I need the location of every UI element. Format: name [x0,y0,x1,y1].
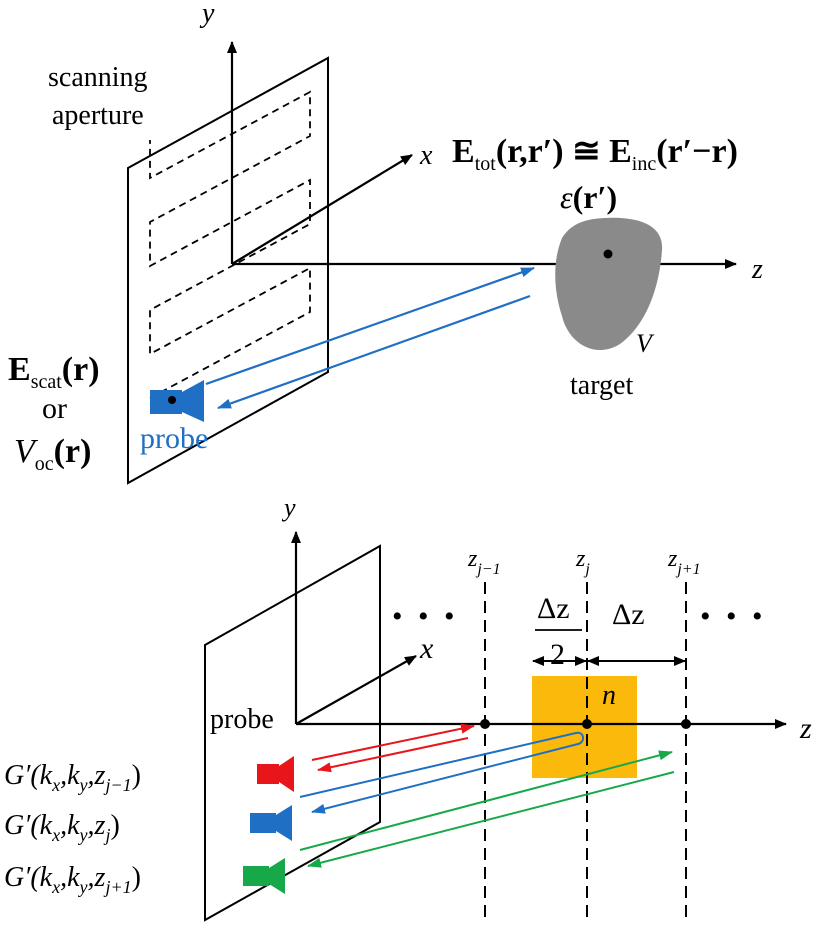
scattered-wave-arrow [217,294,531,410]
z-j-plus-1-label: zj+1 [667,546,701,578]
x-axis-label-top: x [419,140,433,171]
green-function-label-j: G′(kx,ky,zj) [4,810,120,845]
x-axis-bottom [295,655,417,725]
or-label: or [42,392,67,425]
red-forward-arrow [311,723,475,761]
half-delta-z-numerator: Δz [537,592,570,625]
green-return-arrow [307,771,675,868]
layer-index-label: n [602,680,616,711]
volume-label: V [636,329,655,358]
probe-green-icon [243,858,285,894]
probe-label-bottom: probe [210,704,274,735]
half-delta-z-denominator: 2 [550,638,565,671]
z-axis-label-bottom: z [799,712,812,745]
probe-blue-icon [250,805,292,841]
node-z-j-minus-1 [480,719,490,729]
x-axis-top [231,154,413,265]
target-center-point [603,249,613,259]
raster-scan-path [149,90,311,399]
scattered-field-label: Escat(r) [8,351,100,393]
top-panel: y x z scanning aperture Etot(r,r′) ≅ Ein… [8,0,763,485]
ellipsis-right: • • • [700,600,767,633]
bottom-panel: y x z probe zj−1 zj zj+1 • • • • • • Δz … [4,493,812,922]
delta-z-label: Δz [612,598,645,631]
z-j-label: zj [575,546,590,578]
green-function-label-j-plus-1: G′(kx,ky,zj+1) [4,862,141,897]
green-function-label-j-minus-1: G′(kx,ky,zj−1) [4,760,141,795]
probe-label-top: probe [140,422,208,455]
node-z-j-plus-1 [681,719,691,729]
scanning-aperture-plane [127,56,329,485]
total-field-equation: Etot(r,r′) ≅ Einc(r′−r) [452,133,738,175]
y-axis-label-top: y [199,0,215,29]
aperture-label-line1: scanning [48,62,148,93]
x-axis-label-bottom: x [419,632,434,665]
ellipsis-left: • • • [392,600,459,633]
permittivity-label: ε(r′) [560,179,617,215]
open-circuit-voltage-label: Voc(r) [14,433,91,475]
green-forward-arrow [299,750,673,851]
probe-red-icon [257,756,294,792]
probe-icon [150,380,204,422]
blue-round-trip-arrow [299,731,584,814]
red-return-arrow [317,737,469,773]
aperture-label-line2: aperture [52,100,144,131]
incident-wave-arrow [205,266,535,386]
target-object [555,217,663,351]
z-j-minus-1-label: zj−1 [467,546,501,578]
z-axis-label-top: z [751,254,763,285]
target-label: target [570,370,633,401]
node-z-j [582,719,592,729]
y-axis-label-bottom: y [281,493,296,522]
probe-plane [204,544,381,922]
